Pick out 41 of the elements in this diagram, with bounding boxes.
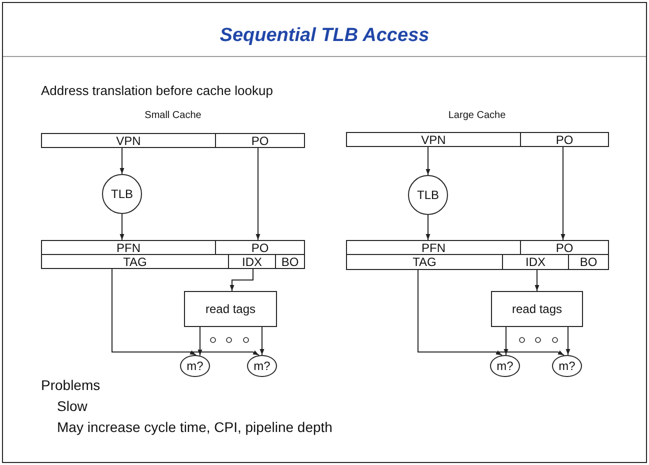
circle-node: m? [490, 355, 520, 377]
arrow [256, 148, 260, 240]
text-line: May increase cycle time, CPI, pipeline depth [57, 419, 332, 435]
address-field: TAG [41, 254, 229, 269]
arrow [560, 146, 566, 240]
arrow [120, 148, 124, 174]
address-field: TAG [346, 254, 503, 270]
arrow [566, 326, 570, 356]
text-line: Problems [41, 377, 100, 393]
address-field: PO [215, 240, 305, 255]
address-field: PO [520, 132, 609, 147]
arrow [426, 146, 430, 176]
arrow [120, 214, 124, 240]
arrow [198, 326, 202, 356]
address-field: PFN [41, 240, 216, 255]
arrow [230, 268, 254, 292]
address-field: BO [275, 254, 305, 269]
circle-node: m? [180, 355, 210, 377]
text-line: Address translation before cache lookup [41, 83, 273, 98]
address-field: PO [520, 240, 609, 255]
text-line: Slow [57, 398, 88, 414]
arrow [418, 270, 564, 356]
arrow [260, 326, 264, 356]
circle-node: TLB [102, 174, 142, 214]
circle-node: TLB [408, 175, 448, 215]
diagram-heading: Small Cache [144, 110, 202, 121]
arrow [534, 270, 540, 292]
address-field: BO [568, 254, 609, 270]
address-field: VPN [41, 133, 216, 148]
arrow [426, 214, 430, 240]
arrow [504, 326, 508, 356]
process-box: read tags [184, 291, 277, 327]
address-field: VPN [346, 132, 521, 147]
slide-title: Sequential TLB Access [218, 25, 430, 47]
address-field: PO [215, 133, 305, 148]
circle-node: m? [552, 355, 582, 377]
diagram-heading: Large Cache [448, 110, 506, 121]
process-box: read tags [491, 291, 583, 327]
address-field: PFN [346, 240, 521, 255]
circle-node: m? [247, 355, 277, 377]
arrow [112, 268, 260, 356]
